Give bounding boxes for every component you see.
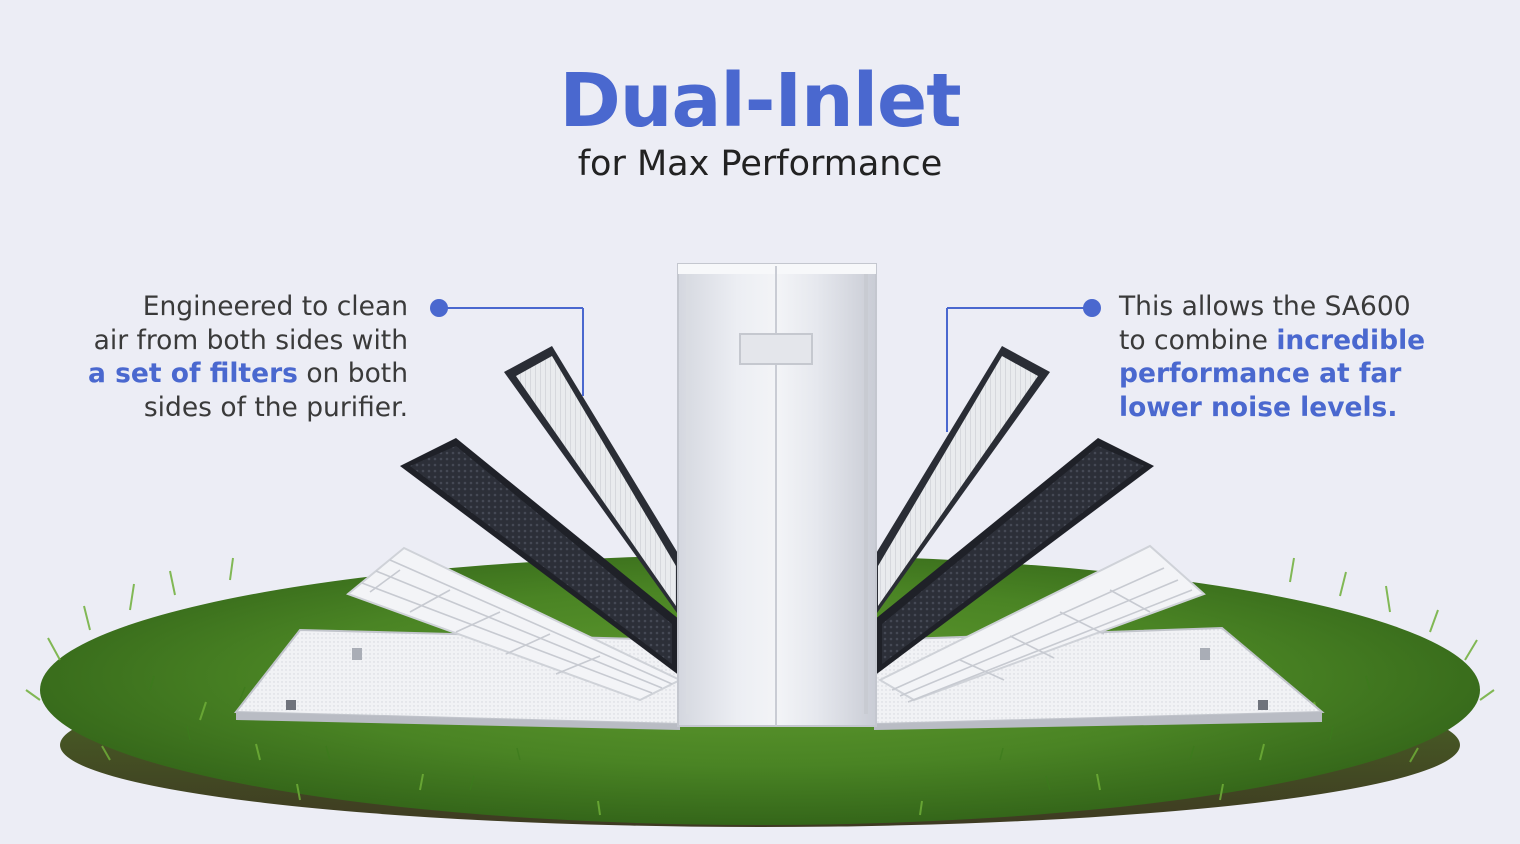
right-callout-emphasis-2: performance at far [1119, 358, 1402, 389]
left-callout-line-2: air from both sides with [93, 324, 408, 356]
left-callout-line-3: a set of filters on both [88, 357, 408, 391]
right-callout-emphasis-1: incredible [1276, 324, 1426, 356]
right-hepa-filter [872, 346, 1050, 620]
right-callout-line-2: to combine incredible [1119, 324, 1425, 358]
right-callout-emphasis-3: lower noise levels. [1119, 391, 1398, 423]
right-callout-text: This allows the SA600 to combine incredi… [1119, 290, 1425, 424]
left-callout-line-3-rest: on both [297, 358, 408, 389]
page-title: Dual-Inlet [559, 58, 961, 144]
left-callout-line-1: Engineered to clean [142, 291, 408, 322]
left-callout-line-4: sides of the purifier. [143, 391, 408, 423]
left-callout-emphasis: a set of filters [88, 358, 298, 389]
right-callout-line-1: This allows the SA600 [1119, 291, 1411, 322]
left-callout-dot [430, 299, 448, 317]
grass-blades [25, 557, 1495, 816]
left-callout-text: Engineered to clean air from both sides … [88, 290, 408, 424]
right-callout-dot [1083, 299, 1101, 317]
left-carbon-filter [400, 438, 680, 676]
left-prefilter-panel [346, 546, 683, 702]
left-hepa-filter [504, 346, 682, 620]
right-prefilter-panel [877, 544, 1206, 703]
right-callout-line-2-start: to combine [1119, 324, 1277, 356]
page-subtitle: for Max Performance [577, 144, 943, 184]
purifier-body [677, 263, 877, 727]
right-carbon-filter [874, 438, 1154, 676]
right-callout-connector [946, 307, 1091, 432]
left-callout-connector [440, 307, 584, 396]
